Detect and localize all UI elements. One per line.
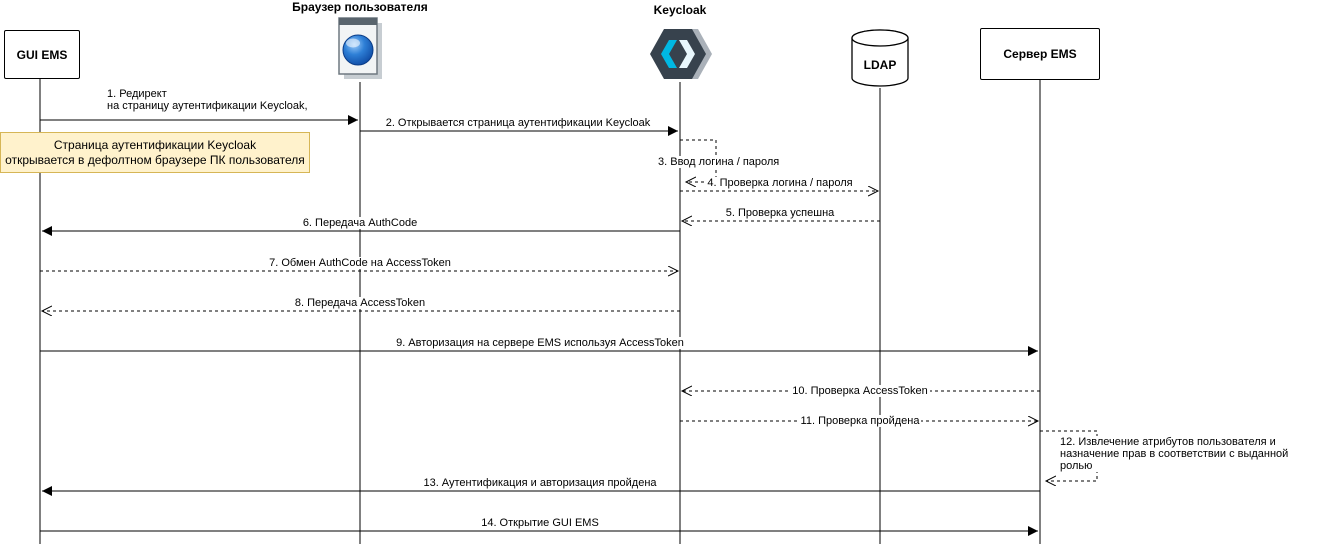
message-label-9: 9. Авторизация на сервере EMS используя … (394, 337, 686, 349)
note-keycloak-page: Страница аутентификации Keycloak открыва… (0, 132, 310, 173)
message-label-11: 11. Проверка пройдена (798, 415, 922, 427)
actor-gui-ems: GUI EMS (4, 30, 80, 79)
keycloak-icon-chevron-left (661, 40, 677, 68)
message-label-2: 2. Открывается страница аутентификации K… (383, 117, 653, 129)
message-label-4: 4. Проверка логина / пароля (705, 177, 855, 189)
message-label-3: 3. Ввод логина / пароля (656, 156, 782, 168)
actor-server-ems: Сервер EMS (980, 28, 1100, 80)
message-label-1: 1. Редирект на страницу аутентификации K… (105, 88, 310, 112)
ldap-cylinder-top (851, 29, 909, 47)
browser-icon-titlebar (339, 18, 377, 25)
keycloak-icon-chevron-right (679, 40, 695, 68)
ldap-database-icon (851, 29, 909, 87)
browser-icon-globe-highlight (346, 38, 360, 48)
message-label-6: 6. Передача AuthCode (300, 217, 420, 229)
message-label-14: 14. Открытие GUI EMS (479, 517, 601, 529)
browser-icon-globe (342, 34, 374, 66)
message-label-12: 12. Извлечение атрибутов пользователя и … (1058, 436, 1322, 472)
keycloak-icon-hex (650, 29, 706, 79)
actor-browser-title: Браузер пользователя (292, 0, 428, 14)
message-arrow-12-self (1040, 430, 1098, 481)
message-label-7: 7. Обмен AuthCode на AccessToken (267, 257, 453, 269)
message-label-13: 13. Аутентификация и авторизация пройден… (421, 477, 659, 489)
message-label-8: 8. Передача AccessToken (292, 297, 428, 309)
message-label-5: 5. Проверка успешна (723, 207, 837, 219)
actor-ldap-label: LDAP (863, 58, 897, 72)
browser-icon (338, 17, 382, 79)
message-label-10: 10. Проверка AccessToken (790, 385, 930, 397)
keycloak-icon (650, 29, 712, 79)
actor-keycloak-title: Keycloak (653, 3, 707, 17)
